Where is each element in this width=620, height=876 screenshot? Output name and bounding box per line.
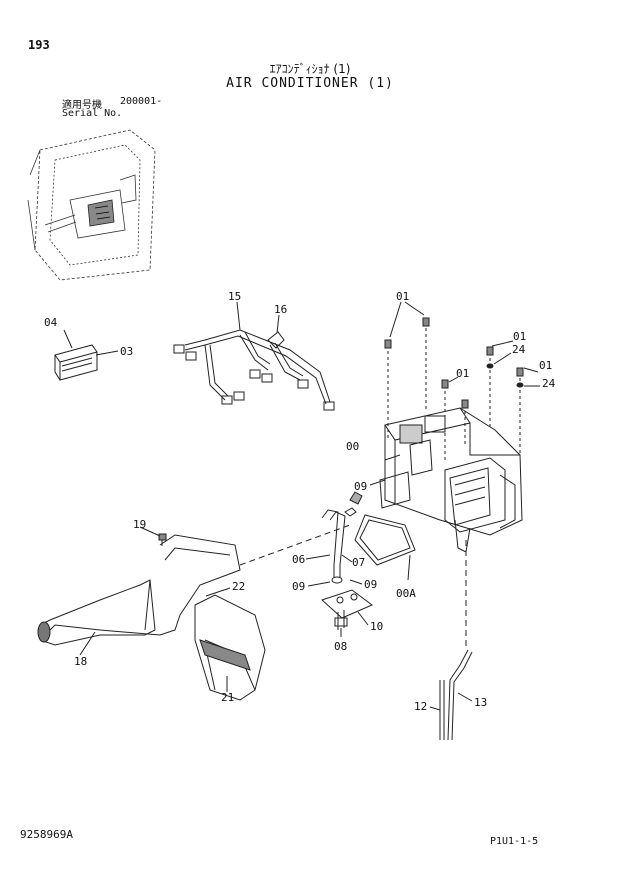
callout-06: 06 (292, 553, 305, 566)
reference-code: P1U1-1-5 (490, 836, 539, 847)
air-filter-part (354, 514, 416, 581)
callout-22: 22 (232, 580, 245, 593)
callout-09: 09 (292, 580, 305, 593)
wire-harness-part (173, 301, 335, 411)
callout-04: 04 (44, 316, 58, 329)
air-conditioner-unit (369, 407, 523, 553)
callout-09: 09 (364, 578, 377, 591)
callout-01: 01 (456, 367, 469, 380)
callout-19: 19 (133, 518, 146, 531)
drain-pipes (429, 540, 473, 741)
title-english: AIR CONDITIONER (1) (226, 76, 394, 91)
callout-01: 01 (396, 290, 409, 303)
callout-01: 01 (539, 359, 552, 372)
callout-21: 21 (221, 691, 234, 704)
screw-assemblies (384, 301, 540, 460)
serial-label-english: Serial No. (62, 108, 123, 119)
page-number: 193 (28, 38, 50, 52)
serial-value: 200001- (120, 96, 163, 107)
callout-24: 24 (512, 343, 526, 356)
callout-12: 12 (414, 700, 427, 713)
callout-01: 01 (513, 330, 526, 343)
callout-00A: 00A (396, 587, 416, 600)
air-duct-part (37, 524, 351, 656)
callout-10: 10 (370, 620, 383, 633)
drawing-number: 9258969A (20, 828, 73, 841)
callout-13: 13 (474, 696, 487, 709)
callout-03: 03 (120, 345, 133, 358)
callout-00: 00 (346, 440, 359, 453)
callout-07: 07 (352, 556, 365, 569)
callout-24: 24 (542, 377, 556, 390)
callout-18: 18 (74, 655, 87, 668)
lower-duct-part (194, 587, 266, 701)
callout-15: 15 (228, 290, 241, 303)
cab-location-sketch (27, 129, 156, 281)
serial-label-japanese: 適用号機 (62, 100, 102, 111)
title-japanese: ｴｱｺﾝﾃﾞｨｼｮﾅ (1) (269, 62, 351, 76)
callout-09: 09 (354, 480, 367, 493)
drain-hose-assembly (305, 491, 373, 637)
callout-16: 16 (274, 303, 287, 316)
vent-grille-part (54, 329, 119, 381)
callout-08: 08 (334, 640, 347, 653)
